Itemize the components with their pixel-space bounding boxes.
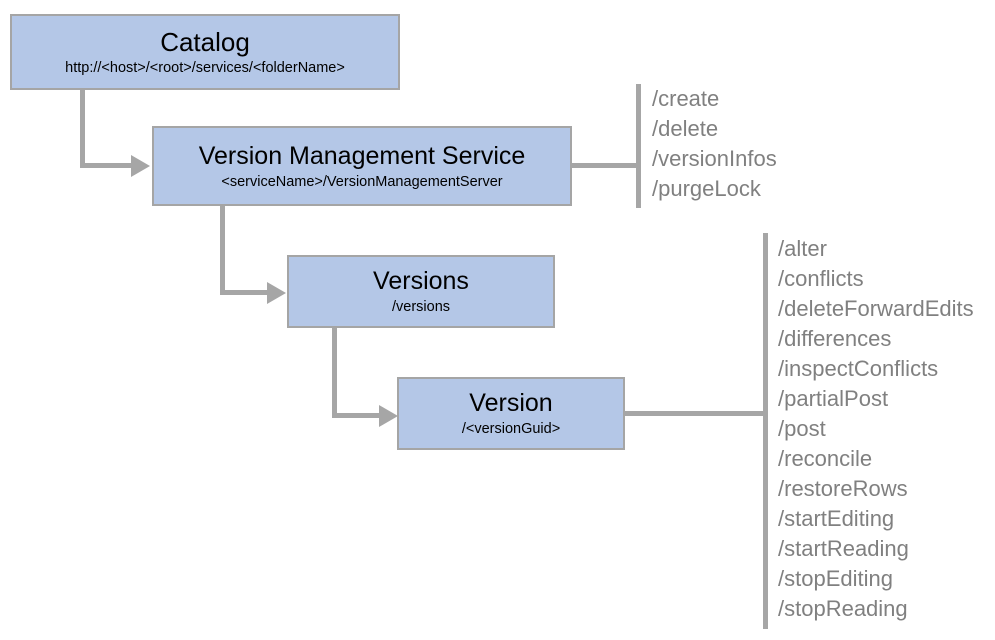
- operation-item[interactable]: /create: [652, 86, 720, 111]
- connector-versions-to-version-vertical: [332, 328, 337, 418]
- connector-catalog-to-service-horizontal: [80, 163, 136, 168]
- operations-bracket-service: [636, 84, 641, 208]
- operation-item[interactable]: /stopReading: [778, 596, 908, 621]
- node-version-title: Version: [469, 389, 553, 417]
- operation-item[interactable]: /inspectConflicts: [778, 356, 939, 381]
- connector-version-to-operations: [624, 411, 768, 416]
- operation-item[interactable]: /purgeLock: [652, 176, 761, 201]
- node-version[interactable]: Version /<versionGuid>: [397, 377, 625, 450]
- operations-list-service: /create /delete /versionInfos /purgeLock: [652, 84, 777, 204]
- operation-item[interactable]: /post: [778, 416, 826, 441]
- node-versions-subtitle: /versions: [391, 299, 451, 315]
- operation-item[interactable]: /partialPost: [778, 386, 889, 411]
- node-versions-title: Versions: [373, 267, 469, 295]
- operation-item[interactable]: /reconcile: [778, 446, 873, 471]
- node-version-subtitle: /<versionGuid>: [461, 421, 561, 437]
- connector-service-to-versions-vertical: [220, 206, 225, 291]
- operation-item[interactable]: /versionInfos: [652, 146, 777, 171]
- operation-item[interactable]: /deleteForwardEdits: [778, 296, 974, 321]
- node-version-management-service-title: Version Management Service: [198, 141, 526, 170]
- operations-bracket-version: [763, 233, 768, 629]
- connector-catalog-to-service-arrowhead: [131, 155, 150, 177]
- operation-item[interactable]: /differences: [778, 326, 892, 351]
- node-version-management-service-subtitle: <serviceName>/VersionManagementServer: [221, 173, 503, 190]
- operation-item[interactable]: /startReading: [778, 536, 909, 561]
- node-catalog-subtitle: http://<host>/<root>/services/<folderNam…: [65, 59, 345, 76]
- connector-versions-to-version-arrowhead: [379, 405, 398, 427]
- node-catalog-title: Catalog: [160, 26, 250, 57]
- connector-service-to-versions-horizontal: [220, 290, 272, 295]
- operations-list-version: /alter /conflicts /deleteForwardEdits /d…: [778, 234, 974, 624]
- operation-item[interactable]: /restoreRows: [778, 476, 908, 501]
- connector-service-to-versions-arrowhead: [267, 282, 286, 304]
- node-versions[interactable]: Versions /versions: [287, 255, 555, 328]
- operation-item[interactable]: /delete: [652, 116, 719, 141]
- connector-catalog-to-service-vertical: [80, 90, 85, 168]
- connector-service-to-operations: [572, 163, 640, 168]
- operation-item[interactable]: /alter: [778, 236, 827, 261]
- operation-item[interactable]: /stopEditing: [778, 566, 893, 591]
- connector-versions-to-version-horizontal: [332, 413, 384, 418]
- operation-item[interactable]: /conflicts: [778, 266, 864, 291]
- node-catalog[interactable]: Catalog http://<host>/<root>/services/<f…: [10, 14, 400, 90]
- node-version-management-service[interactable]: Version Management Service <serviceName>…: [152, 126, 572, 206]
- operation-item[interactable]: /startEditing: [778, 506, 895, 531]
